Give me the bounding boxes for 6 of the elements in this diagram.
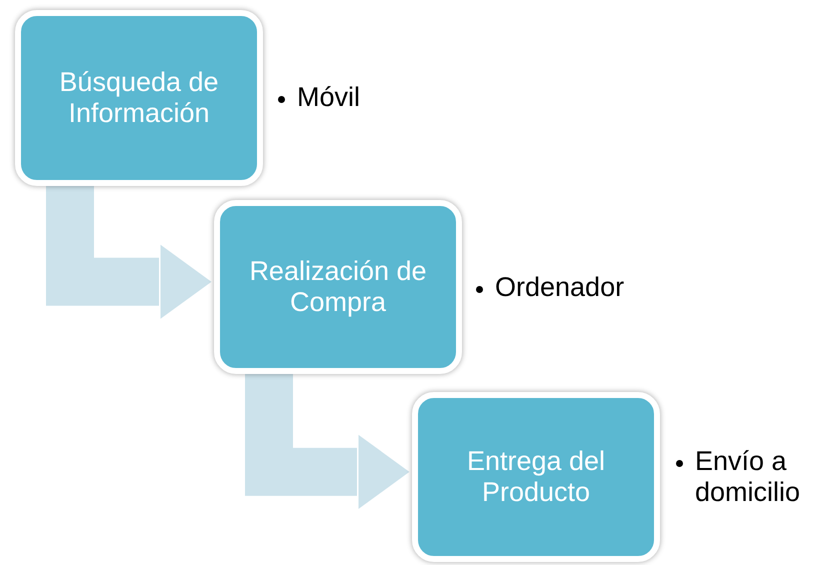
note-text: Envío a domicilio bbox=[695, 446, 802, 508]
step-label: Realización de Compra bbox=[248, 256, 428, 318]
note-text: Ordenador bbox=[495, 272, 624, 304]
step-label: Entrega del Producto bbox=[466, 446, 606, 508]
step-label: Búsqueda de Información bbox=[58, 66, 220, 130]
note-text: Móvil bbox=[297, 82, 360, 114]
